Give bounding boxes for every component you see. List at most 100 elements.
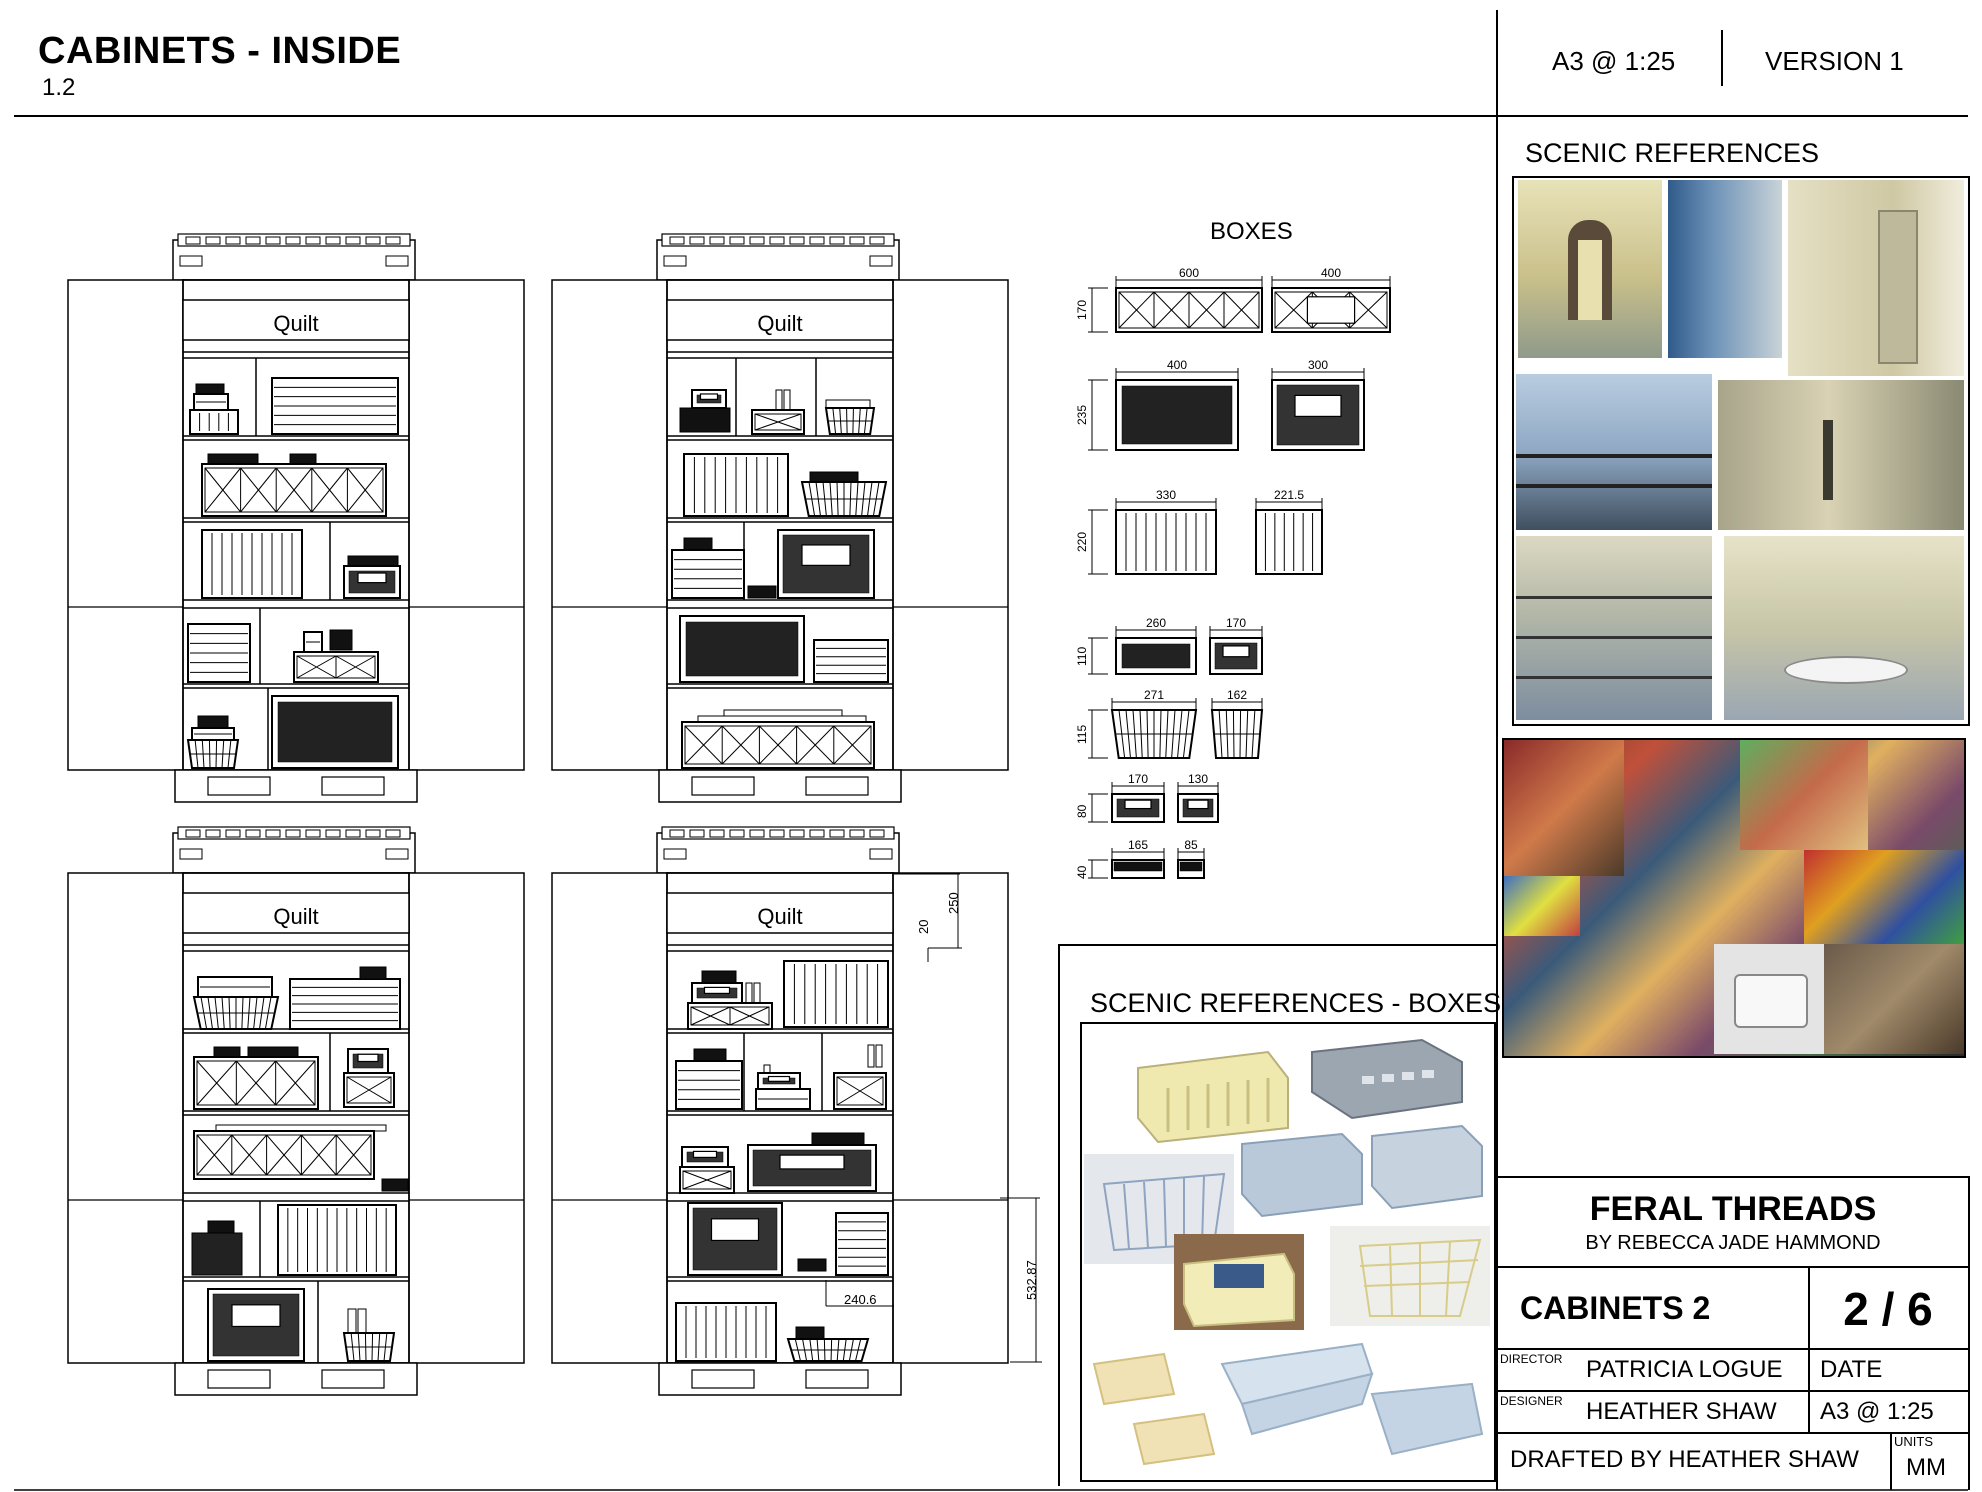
door-left	[551, 872, 670, 1364]
lattice	[759, 725, 779, 746]
lattice	[690, 1015, 711, 1026]
header-scale: A3 @ 1:25	[1552, 46, 1676, 76]
mesh-crate	[1115, 637, 1197, 675]
cornice-panel	[789, 236, 805, 245]
cornice-panel	[769, 236, 785, 245]
file	[347, 1308, 357, 1336]
tray-body	[381, 1178, 409, 1192]
label-window	[710, 1218, 760, 1242]
plinth-foot	[805, 1369, 869, 1389]
lattice	[684, 725, 704, 746]
lattice	[710, 1015, 731, 1026]
lattice	[833, 744, 853, 765]
label-window	[692, 1150, 718, 1159]
basket	[342, 1332, 396, 1362]
lattice	[318, 1134, 337, 1156]
x-crate	[343, 1072, 395, 1108]
window-crate	[1177, 793, 1219, 823]
lattice	[836, 1076, 861, 1092]
cornice-slot	[663, 848, 687, 860]
quilt-drawer	[182, 892, 410, 934]
cornice-panel	[345, 829, 361, 838]
lattice	[859, 1090, 884, 1106]
x-crate	[1271, 287, 1391, 333]
cornice-panel	[869, 236, 885, 245]
tray-body	[207, 1220, 235, 1234]
lattice	[311, 467, 330, 491]
lattice	[754, 413, 779, 423]
lattice	[740, 744, 760, 765]
lattice	[346, 1089, 370, 1104]
lattice	[796, 744, 816, 765]
stacked-crate	[755, 1088, 811, 1110]
lattice	[721, 744, 742, 765]
cornice-slot	[869, 255, 893, 267]
lattice	[353, 1154, 372, 1176]
tray	[289, 453, 317, 465]
tray	[797, 1258, 827, 1272]
lattice	[833, 725, 853, 746]
cornice-panel	[709, 829, 725, 838]
lattice	[364, 467, 384, 491]
dining-hall-photo	[1724, 536, 1964, 720]
lattice	[710, 1006, 731, 1017]
label-window	[779, 1154, 845, 1170]
carcass	[666, 872, 894, 1364]
lattice	[1293, 291, 1313, 311]
tray	[701, 970, 737, 984]
x-crate	[687, 1002, 773, 1030]
lattice	[266, 1154, 285, 1176]
tray-body	[289, 453, 317, 465]
lattice	[216, 1060, 237, 1084]
lattice	[296, 666, 317, 679]
file	[775, 389, 783, 413]
cornice-panel	[225, 829, 241, 838]
cornice-panel	[669, 829, 685, 838]
cornice-panel	[245, 236, 261, 245]
cornice-panel	[669, 236, 685, 245]
quilt-drawer	[666, 299, 894, 341]
lattice	[275, 1060, 296, 1084]
lattice	[729, 1015, 750, 1026]
cornice-panel	[285, 829, 301, 838]
lattice	[777, 413, 802, 423]
x-crate	[679, 1166, 735, 1194]
box-width-label: 165	[1128, 838, 1148, 852]
tray-body	[347, 555, 399, 567]
tray	[825, 399, 871, 409]
cornice-slot	[385, 848, 409, 860]
door-right	[890, 279, 1009, 771]
door-right	[406, 279, 525, 771]
label-window	[357, 1053, 379, 1063]
lattice	[1223, 309, 1242, 329]
slat-crate	[1255, 509, 1323, 575]
label-window	[357, 572, 387, 584]
cornice-panel	[689, 829, 705, 838]
lattice	[293, 467, 313, 491]
cornice-panel	[385, 829, 401, 838]
stacked-crate	[191, 727, 235, 741]
lattice	[311, 489, 330, 513]
tray-body	[207, 453, 259, 465]
cornice-slot	[385, 255, 409, 267]
cornice-panel	[729, 829, 745, 838]
lattice	[335, 655, 356, 668]
tray-body	[247, 1046, 299, 1058]
cornice-panel	[345, 236, 361, 245]
production-title: FERAL THREADS	[1589, 1190, 1877, 1228]
cornice-panel	[729, 236, 745, 245]
cornice-panel	[265, 236, 281, 245]
cornice-panel	[769, 829, 785, 838]
stacked-crate	[193, 393, 229, 411]
slat-crate	[277, 1204, 397, 1276]
lattice	[777, 421, 802, 431]
cornice-panel	[809, 236, 825, 245]
tray-rim	[1179, 861, 1203, 872]
cornice-panel	[305, 829, 321, 838]
page-subtitle: 1.2	[42, 74, 76, 101]
tray	[329, 629, 353, 651]
quilt-label: Quilt	[757, 904, 802, 929]
mesh-panel	[1121, 643, 1191, 669]
